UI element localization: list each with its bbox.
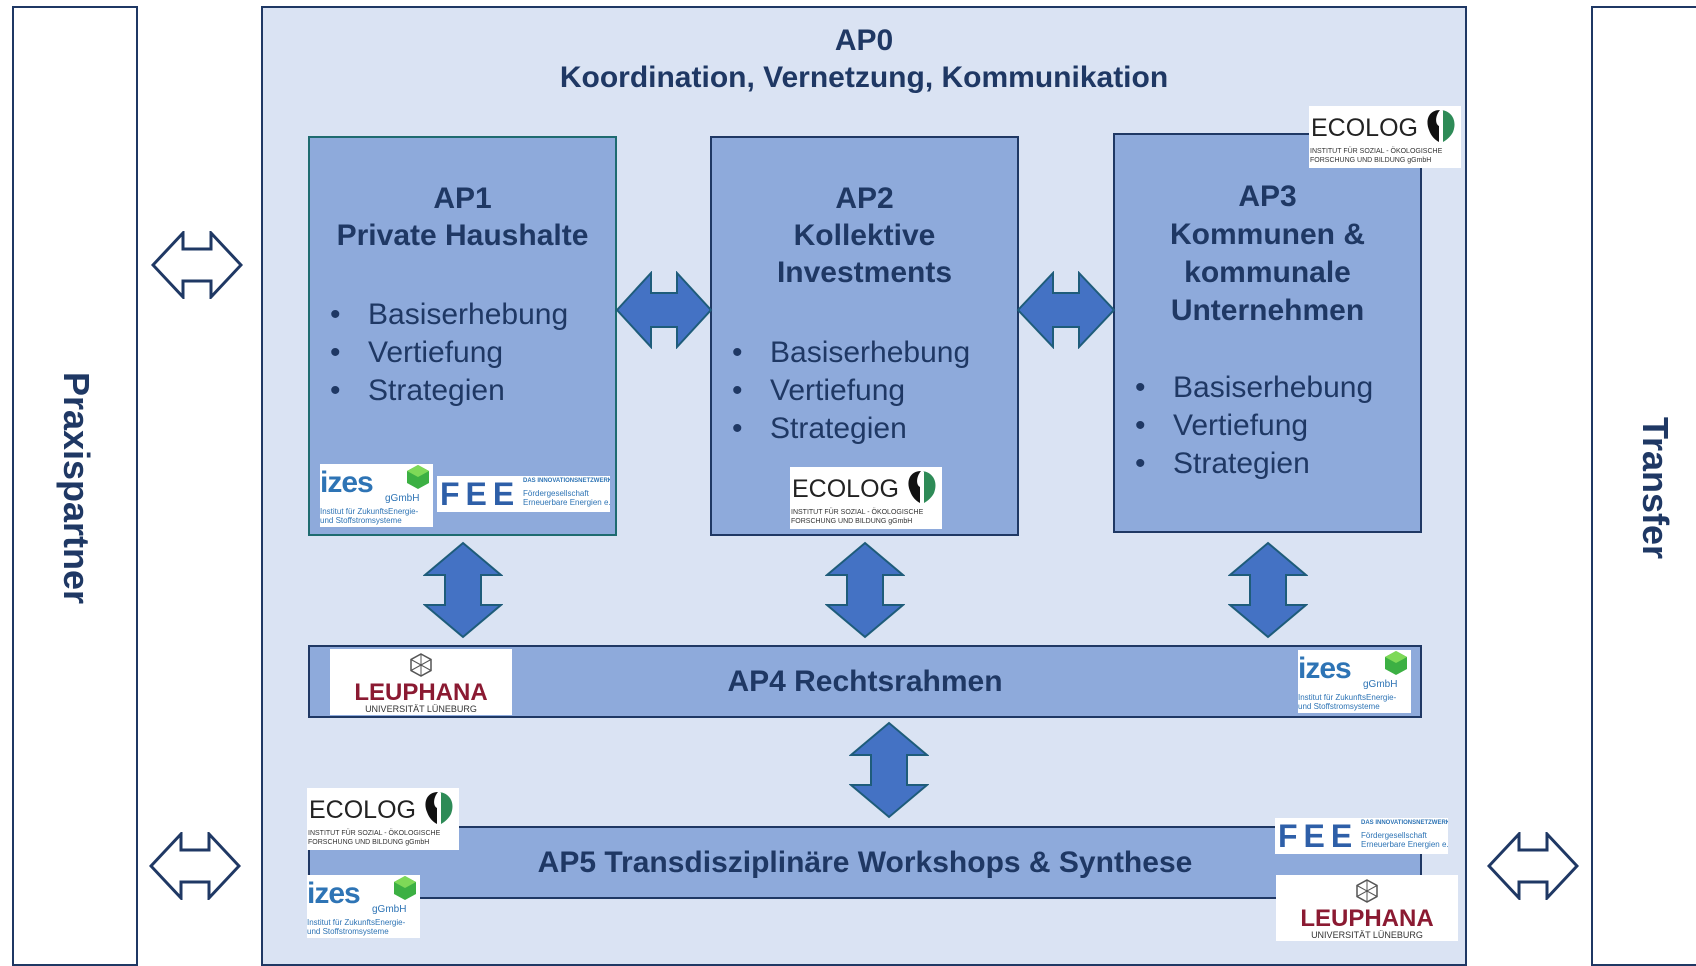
leuphana-logo-text: LEUPHANA bbox=[354, 679, 488, 706]
ap0-subtitle: Koordination, Vernetzung, Kommunikation bbox=[559, 61, 1169, 94]
double-arrow-icon bbox=[849, 721, 929, 819]
double-arrow-icon bbox=[151, 231, 243, 299]
transfer-label: Transfer bbox=[1635, 416, 1676, 560]
izes-logo: izes gGmbH Institut für ZukunftsEnergie-… bbox=[320, 464, 433, 527]
fee-logo: FEE DAS INNOVATIONSNETZWERK Fördergesell… bbox=[1275, 818, 1448, 854]
ap1-number: AP1 bbox=[433, 182, 492, 215]
ap4-label: AP4 Rechtsrahmen bbox=[727, 665, 1003, 698]
ap1-subtitle: Private Haushalte bbox=[336, 219, 589, 252]
ecolog-logo: ECOLOG INSTITUT FÜR SOZIAL - ÖKOLOGISCHE… bbox=[1309, 106, 1461, 168]
fee-logo-text: FEE bbox=[440, 476, 521, 512]
leuphana-logo: LEUPHANA UNIVERSITÄT LÜNEBURG bbox=[1276, 875, 1458, 941]
ap2-number: AP2 bbox=[835, 182, 894, 215]
list-item: Vertiefung bbox=[1135, 407, 1373, 445]
list-item: Strategien bbox=[732, 410, 970, 448]
transfer-panel: Transfer bbox=[1591, 6, 1696, 966]
leuphana-logo-text: LEUPHANA bbox=[1300, 905, 1434, 932]
ap3-box: AP3 Kommunen & kommunale Unternehmen Bas… bbox=[1113, 133, 1422, 533]
list-item: Strategien bbox=[1135, 445, 1373, 483]
ap3-subtitle-3: Unternehmen bbox=[1170, 294, 1365, 327]
list-item: Vertiefung bbox=[732, 372, 970, 410]
double-arrow-icon bbox=[1487, 832, 1579, 900]
leuphana-logo: LEUPHANA UNIVERSITÄT LÜNEBURG bbox=[330, 649, 512, 715]
ap2-subtitle-1: Kollektive bbox=[793, 219, 936, 252]
ecolog-logo-text: ECOLOG bbox=[1311, 114, 1418, 142]
list-item: Basiserhebung bbox=[1135, 369, 1373, 407]
ap1-list: Basiserhebung Vertiefung Strategien bbox=[330, 296, 568, 410]
double-arrow-icon bbox=[149, 832, 241, 900]
ecolog-logo-text: ECOLOG bbox=[309, 796, 416, 824]
ap2-title: AP2 Kollektive Investments bbox=[712, 180, 1017, 291]
izes-logo-text: izes bbox=[320, 466, 374, 499]
praxispartner-panel: Praxispartner bbox=[12, 6, 138, 966]
ap4-bar: AP4 Rechtsrahmen LEUPHANA UNIVERSITÄT LÜ… bbox=[308, 645, 1422, 718]
ap3-subtitle-1: Kommunen & bbox=[1170, 218, 1365, 251]
ap0-title: AP0 Koordination, Vernetzung, Kommunikat… bbox=[263, 22, 1465, 96]
ap3-subtitle-2: kommunale bbox=[1184, 256, 1351, 289]
ap0-number: AP0 bbox=[834, 24, 894, 57]
ap5-label: AP5 Transdisziplinäre Workshops & Synthe… bbox=[537, 846, 1193, 879]
list-item: Basiserhebung bbox=[732, 334, 970, 372]
izes-logo-text: izes bbox=[1298, 652, 1352, 685]
praxispartner-label: Praxispartner bbox=[56, 371, 97, 605]
ecolog-logo: ECOLOG INSTITUT FÜR SOZIAL - ÖKOLOGISCHE… bbox=[790, 467, 942, 529]
list-item: Vertiefung bbox=[330, 334, 568, 372]
double-arrow-icon bbox=[615, 271, 713, 349]
izes-logo: izes gGmbH Institut für ZukunftsEnergie-… bbox=[1298, 650, 1411, 713]
double-arrow-icon bbox=[1228, 541, 1308, 639]
ap2-list: Basiserhebung Vertiefung Strategien bbox=[732, 334, 970, 448]
ap3-list: Basiserhebung Vertiefung Strategien bbox=[1135, 369, 1373, 483]
ap3-title: AP3 Kommunen & kommunale Unternehmen bbox=[1115, 178, 1420, 330]
ap1-box: AP1 Private Haushalte Basiserhebung Vert… bbox=[308, 136, 617, 536]
fee-logo-text: FEE bbox=[1278, 818, 1359, 854]
ap2-subtitle-2: Investments bbox=[776, 256, 953, 289]
ap2-box: AP2 Kollektive Investments Basiserhebung… bbox=[710, 136, 1019, 536]
double-arrow-icon bbox=[825, 541, 905, 639]
double-arrow-icon bbox=[423, 541, 503, 639]
ap3-number: AP3 bbox=[1238, 180, 1297, 213]
ecolog-logo: ECOLOG INSTITUT FÜR SOZIAL - ÖKOLOGISCHE… bbox=[307, 788, 459, 850]
list-item: Basiserhebung bbox=[330, 296, 568, 334]
izes-logo-text: izes bbox=[307, 877, 361, 910]
ap1-title: AP1 Private Haushalte bbox=[310, 180, 615, 254]
ap5-bar: AP5 Transdisziplinäre Workshops & Synthe… bbox=[308, 826, 1422, 899]
fee-logo: FEE DAS INNOVATIONSNETZWERK Fördergesell… bbox=[437, 476, 610, 512]
izes-logo: izes gGmbH Institut für ZukunftsEnergie-… bbox=[307, 875, 420, 938]
ecolog-logo-text: ECOLOG bbox=[792, 475, 899, 503]
list-item: Strategien bbox=[330, 372, 568, 410]
double-arrow-icon bbox=[1016, 271, 1116, 349]
